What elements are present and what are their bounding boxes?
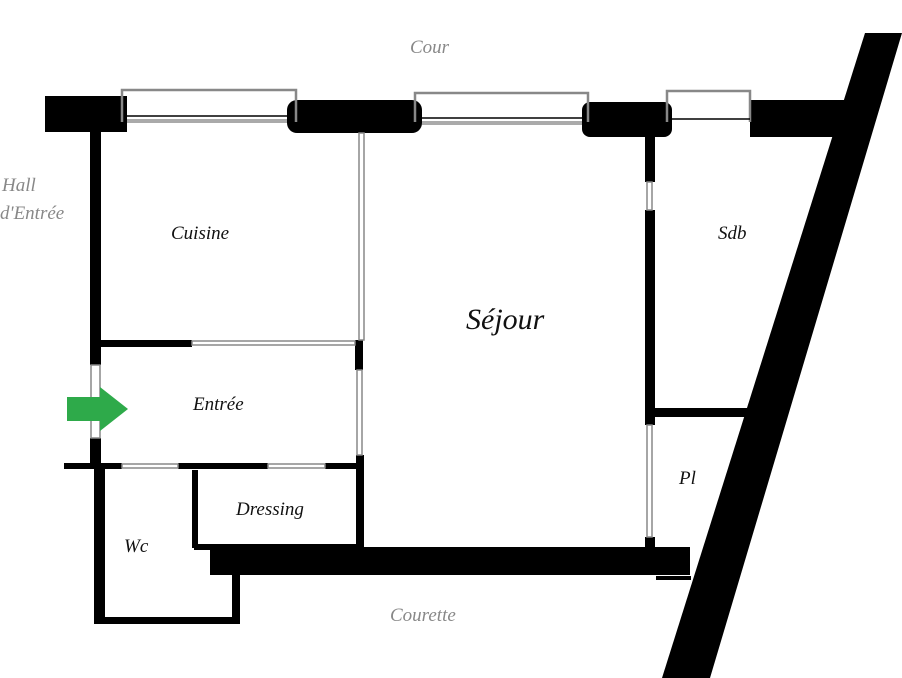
- label-cour: Cour: [410, 37, 450, 58]
- window: [120, 88, 752, 122]
- wall: [582, 102, 672, 137]
- room-sejour: Séjour: [466, 303, 545, 336]
- room-dressing: Dressing: [236, 499, 304, 520]
- room-entree: Entrée: [193, 394, 244, 415]
- label-hall-entree: d'Entrée: [0, 203, 65, 224]
- room-cuisine: Cuisine: [171, 223, 230, 244]
- label-hall: Hall: [2, 175, 36, 196]
- wall: [750, 100, 850, 137]
- room-wc: Wc: [124, 536, 149, 557]
- room-sdb: Sdb: [718, 223, 747, 244]
- wall: [45, 96, 127, 132]
- label-courette: Courette: [390, 605, 456, 626]
- entrance-arrow-icon: [67, 387, 128, 431]
- wall: [662, 33, 902, 678]
- wall: [64, 130, 752, 624]
- wall: [287, 100, 422, 133]
- room-pl: Pl: [679, 468, 696, 489]
